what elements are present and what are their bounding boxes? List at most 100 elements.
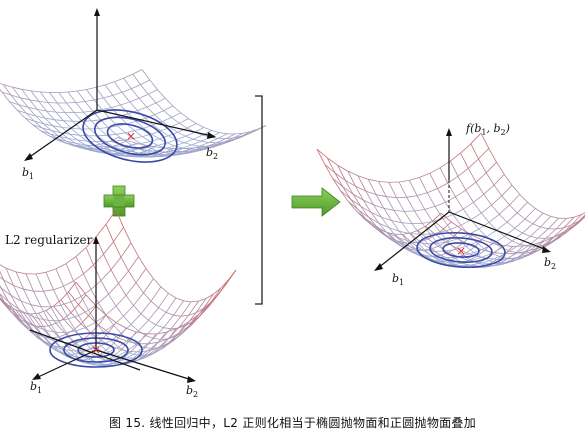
mesh-line — [109, 152, 120, 154]
mesh-line — [171, 112, 181, 118]
mesh-line — [120, 104, 129, 114]
mesh-line — [512, 232, 523, 242]
minimum-marker: × — [91, 343, 101, 357]
mesh-line — [113, 227, 124, 242]
mesh-line — [532, 212, 544, 225]
mesh-line — [143, 127, 152, 135]
mesh-line — [185, 131, 195, 137]
mesh-line — [49, 92, 58, 104]
mesh-line — [165, 148, 174, 153]
mesh-line — [524, 218, 534, 225]
mesh-line — [83, 340, 92, 350]
mesh-line — [23, 323, 34, 332]
mesh-line — [154, 114, 163, 122]
mesh-line — [360, 205, 372, 213]
mesh-line — [175, 297, 184, 302]
mesh-line — [70, 301, 79, 316]
b1-label: b1 — [392, 272, 404, 287]
mesh-line — [135, 121, 145, 129]
mesh-line — [142, 136, 151, 142]
mesh-line — [165, 148, 174, 151]
mesh-line — [134, 130, 143, 137]
mesh-line — [427, 188, 438, 194]
mesh-line — [496, 221, 508, 231]
mesh-line — [327, 157, 338, 166]
mesh-line — [383, 208, 392, 221]
mesh-line — [130, 324, 139, 332]
mesh-line — [65, 330, 77, 333]
mesh-line — [117, 154, 128, 156]
mesh-line — [97, 135, 106, 142]
mesh-line — [573, 214, 582, 218]
mesh-line — [166, 142, 175, 147]
mesh-line — [117, 125, 126, 134]
mesh-line — [553, 227, 565, 238]
mesh-line — [522, 223, 534, 234]
mesh-line — [88, 135, 97, 142]
mesh-line — [158, 338, 169, 348]
mesh-line — [503, 174, 513, 186]
mesh-line — [68, 315, 79, 320]
mesh-line — [486, 229, 498, 238]
mesh-line — [152, 124, 162, 132]
mesh-line — [86, 140, 97, 142]
mesh-line — [13, 285, 24, 290]
mesh-line — [123, 227, 132, 244]
mesh-line — [205, 293, 214, 299]
mesh-line — [398, 180, 410, 183]
mesh-line — [478, 148, 490, 160]
mesh-line — [399, 230, 410, 234]
mesh-line — [74, 111, 84, 113]
mesh-line — [432, 218, 443, 222]
mesh-line — [365, 190, 374, 205]
mesh-line — [409, 232, 421, 243]
mesh-line — [95, 224, 107, 238]
mesh-line — [12, 86, 22, 90]
mesh-line — [19, 97, 29, 108]
mesh-line — [58, 91, 69, 93]
mesh-line — [535, 237, 547, 247]
mesh-line — [465, 246, 475, 254]
mesh-line — [421, 223, 431, 235]
mesh-line — [140, 348, 152, 356]
mesh-line — [494, 245, 503, 253]
mesh-line — [77, 139, 86, 146]
mesh-line — [180, 315, 189, 317]
mesh-line — [409, 250, 421, 257]
mesh-line — [84, 99, 95, 102]
mesh-line — [517, 212, 526, 220]
mesh-line — [393, 210, 405, 212]
mesh-line — [165, 311, 174, 316]
mesh-line — [502, 261, 513, 265]
mesh-line — [203, 293, 214, 309]
mesh-line — [357, 175, 367, 192]
mesh-line — [75, 101, 86, 103]
mesh-line — [514, 252, 526, 259]
mesh-line — [105, 224, 114, 242]
mesh-line — [509, 204, 518, 214]
mesh-line — [499, 214, 508, 223]
b2-label: b2 — [206, 146, 218, 161]
mesh-line — [20, 97, 30, 101]
mesh-line — [484, 265, 495, 268]
mesh-line — [35, 271, 47, 275]
elliptic-paraboloid-mesh — [0, 69, 267, 158]
mesh-line — [208, 138, 219, 143]
mesh-line — [168, 292, 177, 299]
mesh-line — [47, 102, 57, 113]
mesh-line — [105, 356, 117, 361]
mesh-line — [120, 324, 132, 334]
mesh-line — [75, 281, 87, 296]
mesh-line — [420, 238, 429, 243]
mesh-line — [100, 340, 112, 347]
mesh-line — [125, 132, 134, 139]
mesh-line — [460, 152, 469, 169]
mesh-line — [494, 252, 506, 254]
mesh-line — [429, 232, 441, 235]
mesh-line — [222, 139, 233, 145]
mesh-line — [38, 101, 49, 103]
mesh-line — [38, 310, 47, 314]
mesh-line — [491, 252, 500, 257]
mesh-line — [485, 172, 495, 186]
mesh-line — [125, 155, 135, 158]
